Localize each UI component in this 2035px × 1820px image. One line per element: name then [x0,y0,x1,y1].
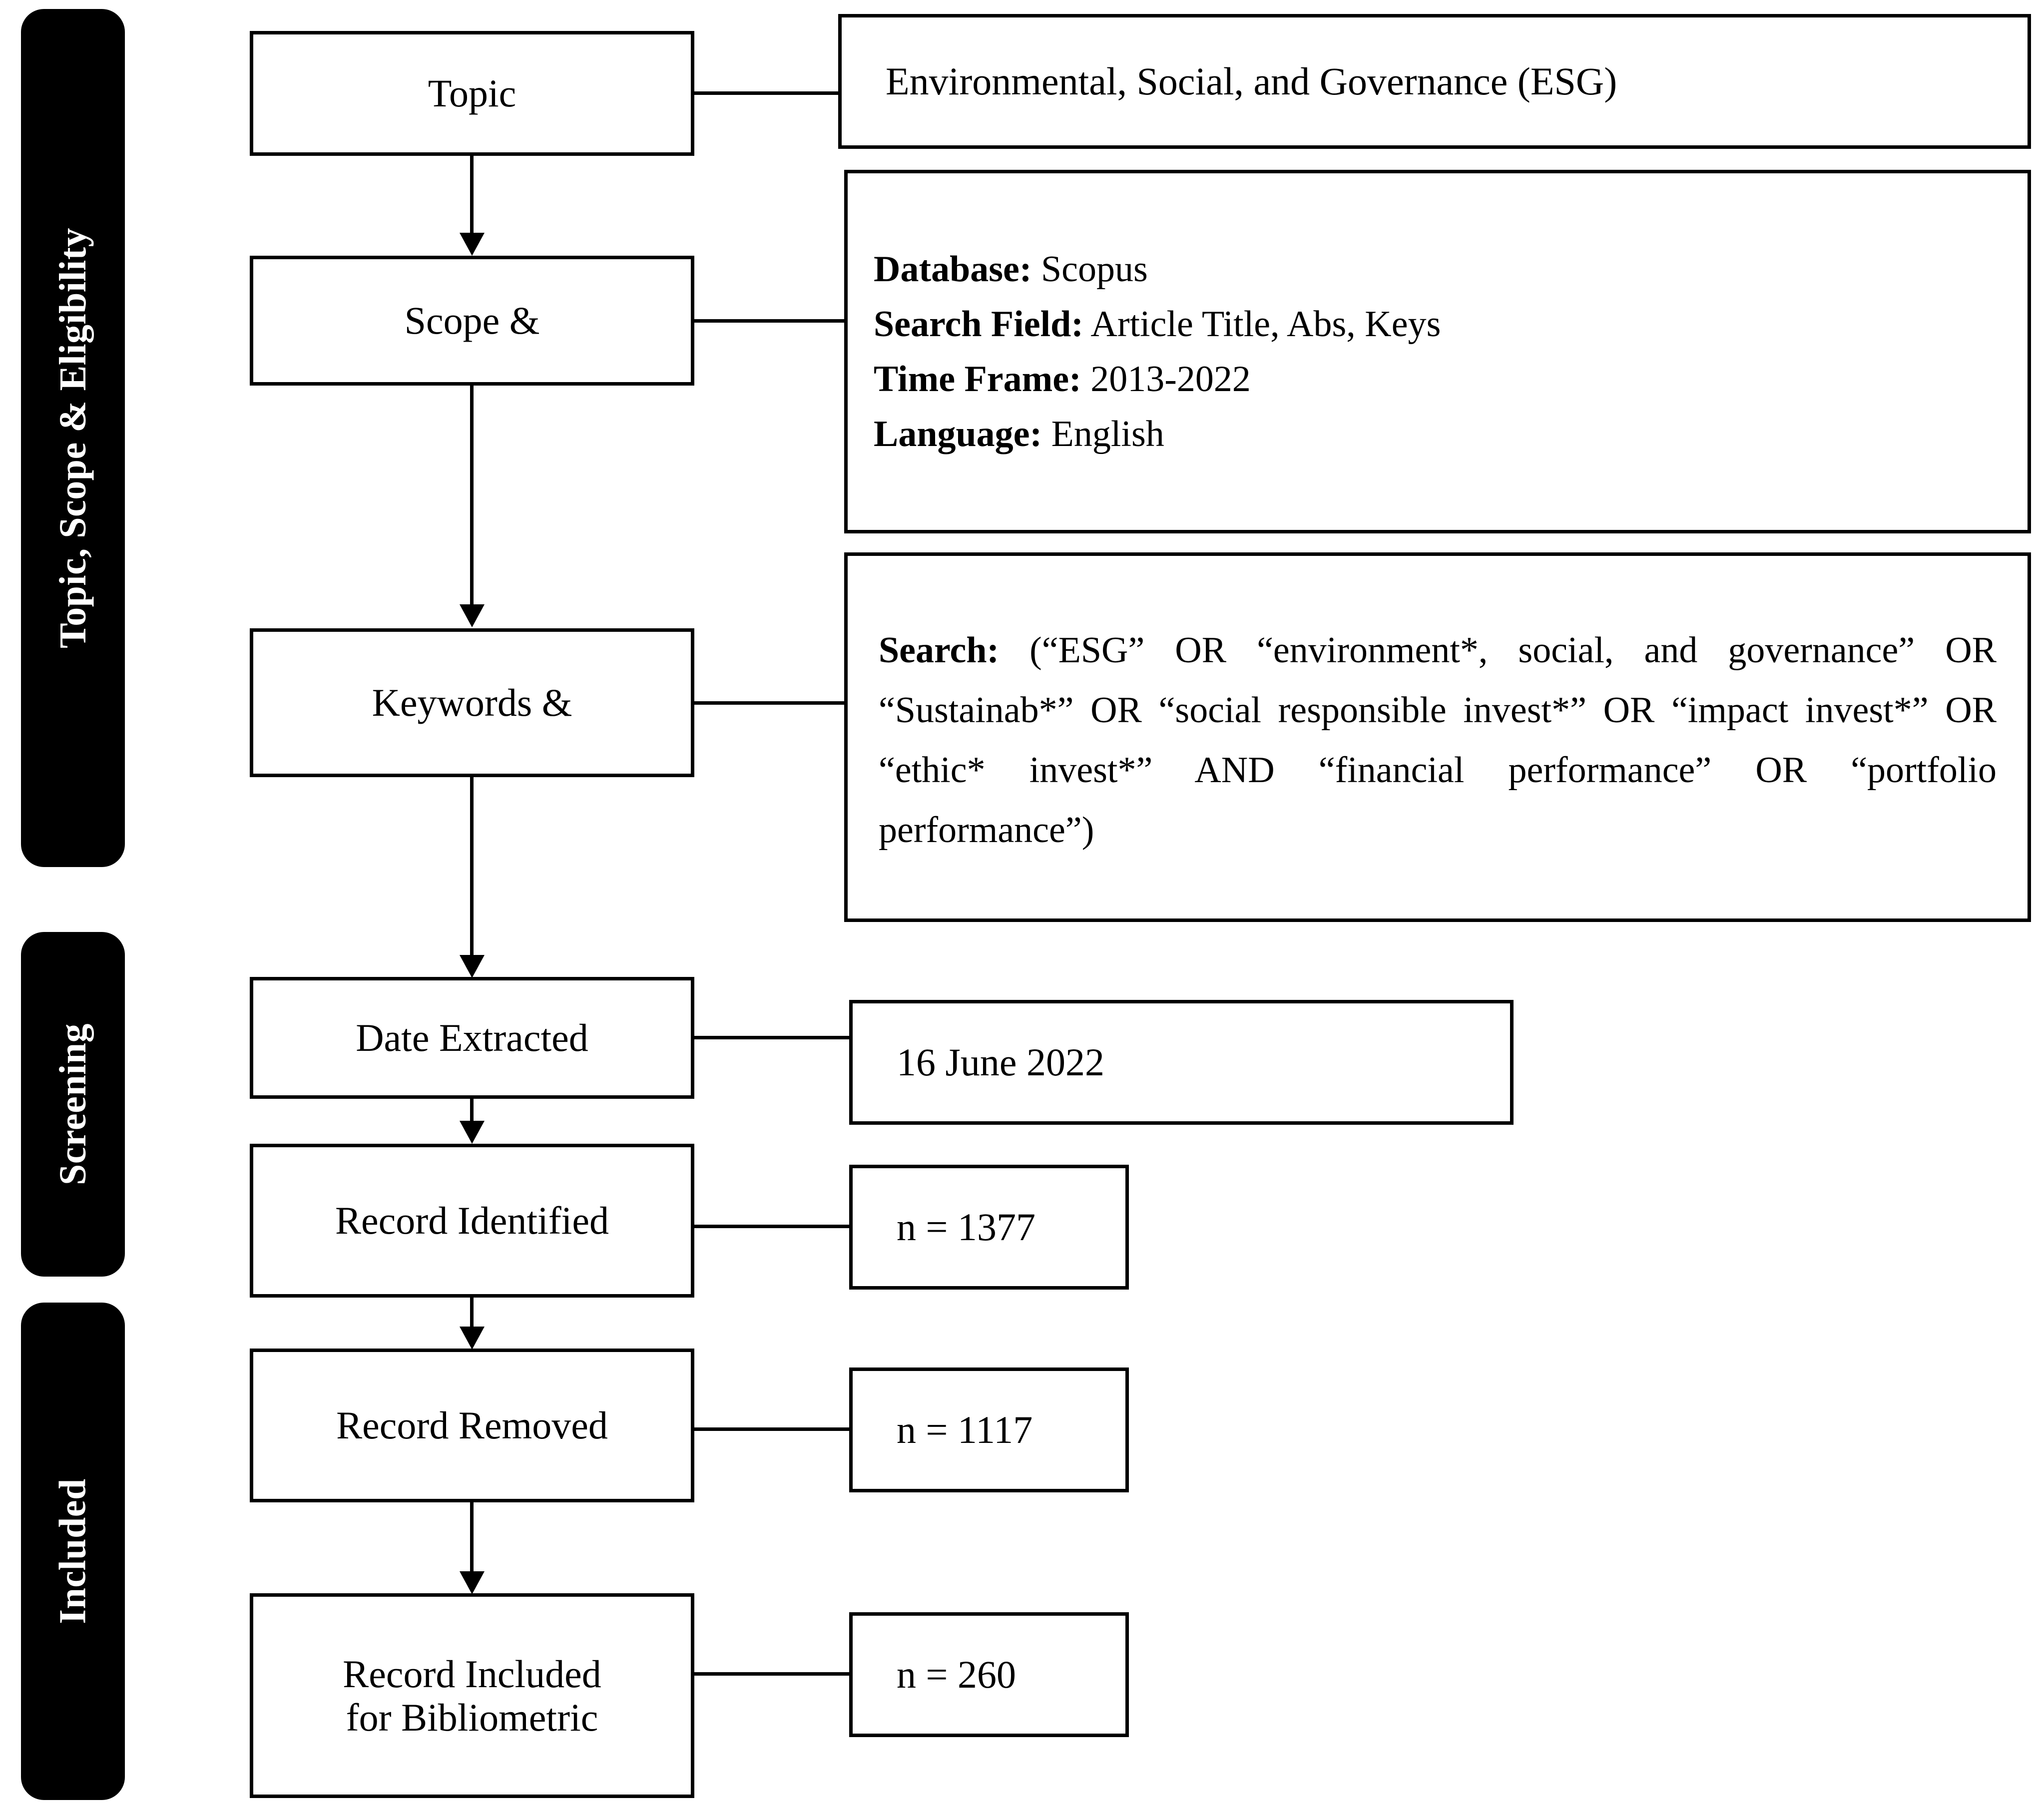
arrow-date-extracted-to-record-identified [460,1121,485,1144]
detail-box-record-included-count: n = 260 [849,1612,1129,1737]
detail-date-extracted-text: 16 June 2022 [897,1040,1104,1084]
process-box-record-included-label-line2: for Bibliometric [346,1696,598,1739]
arrow-record-identified-to-record-removed [460,1327,485,1350]
process-box-record-identified: Record Identified [250,1144,694,1298]
stage-label-included: Included [52,1478,94,1624]
stage-bar-screening: Screening [21,932,125,1277]
process-box-keywords-label: Keywords & [372,681,572,725]
arrow-keywords-to-date-extracted [460,955,485,978]
detail-scope-value-time-frame: 2013-2022 [1090,359,1251,400]
stage-bar-included: Included [21,1303,125,1800]
detail-scope-row-database: Database: Scopus [874,242,2002,297]
detail-scope-row-search-field: Search Field: Article Title, Abs, Keys [874,297,2002,352]
detail-scope-row-language: Language: English [874,407,2002,461]
detail-scope-key-language: Language: [874,414,1042,455]
process-box-record-removed: Record Removed [250,1349,694,1502]
connector-date-extracted-to-record-identified [470,1099,474,1123]
detail-box-scope: Database: Scopus Search Field: Article T… [844,170,2031,533]
detail-scope-row-time-frame: Time Frame: 2013-2022 [874,352,2002,407]
connector-record-included-to-detail [693,1672,851,1676]
connector-topic-to-scope [470,156,474,235]
detail-scope-key-database: Database: [874,249,1032,290]
process-box-topic-label: Topic [428,71,516,115]
process-box-record-included-label-line1: Record Included [343,1652,601,1696]
detail-scope-key-search-field: Search Field: [874,304,1083,345]
arrow-record-removed-to-record-included [460,1571,485,1594]
process-box-date-extracted: Date Extracted [250,977,694,1099]
connector-scope-to-detail [693,319,846,323]
connector-record-removed-to-record-included [470,1502,474,1573]
process-box-record-identified-label: Record Identified [335,1199,609,1243]
detail-scope-value-language: English [1051,414,1164,455]
process-box-scope: Scope & [250,256,694,386]
detail-scope-key-time-frame: Time Frame: [874,359,1081,400]
connector-keywords-to-date-extracted [470,777,474,956]
detail-keywords-search-string: Search: (“ESG” OR “environment*, social,… [874,621,2002,861]
detail-record-identified-count: n = 1377 [897,1205,1035,1249]
process-box-date-extracted-label: Date Extracted [356,1016,588,1060]
detail-topic-text: Environmental, Social, and Governance (E… [886,59,1617,103]
detail-box-record-removed-count: n = 1117 [849,1367,1129,1492]
detail-record-removed-count: n = 1117 [897,1408,1033,1452]
process-box-record-removed-label: Record Removed [336,1403,608,1447]
detail-scope-value-database: Scopus [1041,249,1148,290]
connector-record-identified-to-detail [693,1225,851,1228]
connector-scope-to-keywords [470,386,474,605]
detail-scope-value-search-field: Article Title, Abs, Keys [1090,304,1441,345]
arrow-scope-to-keywords [460,604,485,627]
stage-label-screening: Screening [52,1023,94,1185]
arrow-topic-to-scope [460,233,485,256]
detail-box-record-identified-count: n = 1377 [849,1165,1129,1290]
stage-label-topic-scope-eligibility: Topic, Scope & Eligibility [52,227,94,649]
connector-record-identified-to-record-removed [470,1298,474,1329]
connector-keywords-to-detail [693,701,846,705]
connector-record-removed-to-detail [693,1427,851,1431]
detail-box-date-extracted: 16 June 2022 [849,1000,1514,1125]
detail-keywords-value: (“ESG” OR “environment*, social, and gov… [879,630,1997,851]
detail-box-keywords: Search: (“ESG” OR “environment*, social,… [844,552,2031,922]
process-box-scope-label: Scope & [404,299,540,343]
connector-topic-to-detail [693,91,841,95]
detail-box-topic: Environmental, Social, and Governance (E… [838,14,2031,149]
process-box-keywords: Keywords & [250,628,694,777]
detail-keywords-key: Search: [879,630,1000,671]
connector-date-extracted-to-detail [693,1036,851,1039]
stage-bar-topic-scope-eligibility: Topic, Scope & Eligibility [21,9,125,867]
process-box-topic: Topic [250,31,694,156]
process-box-record-included: Record Included for Bibliometric [250,1593,694,1798]
detail-record-included-count: n = 260 [897,1653,1016,1697]
